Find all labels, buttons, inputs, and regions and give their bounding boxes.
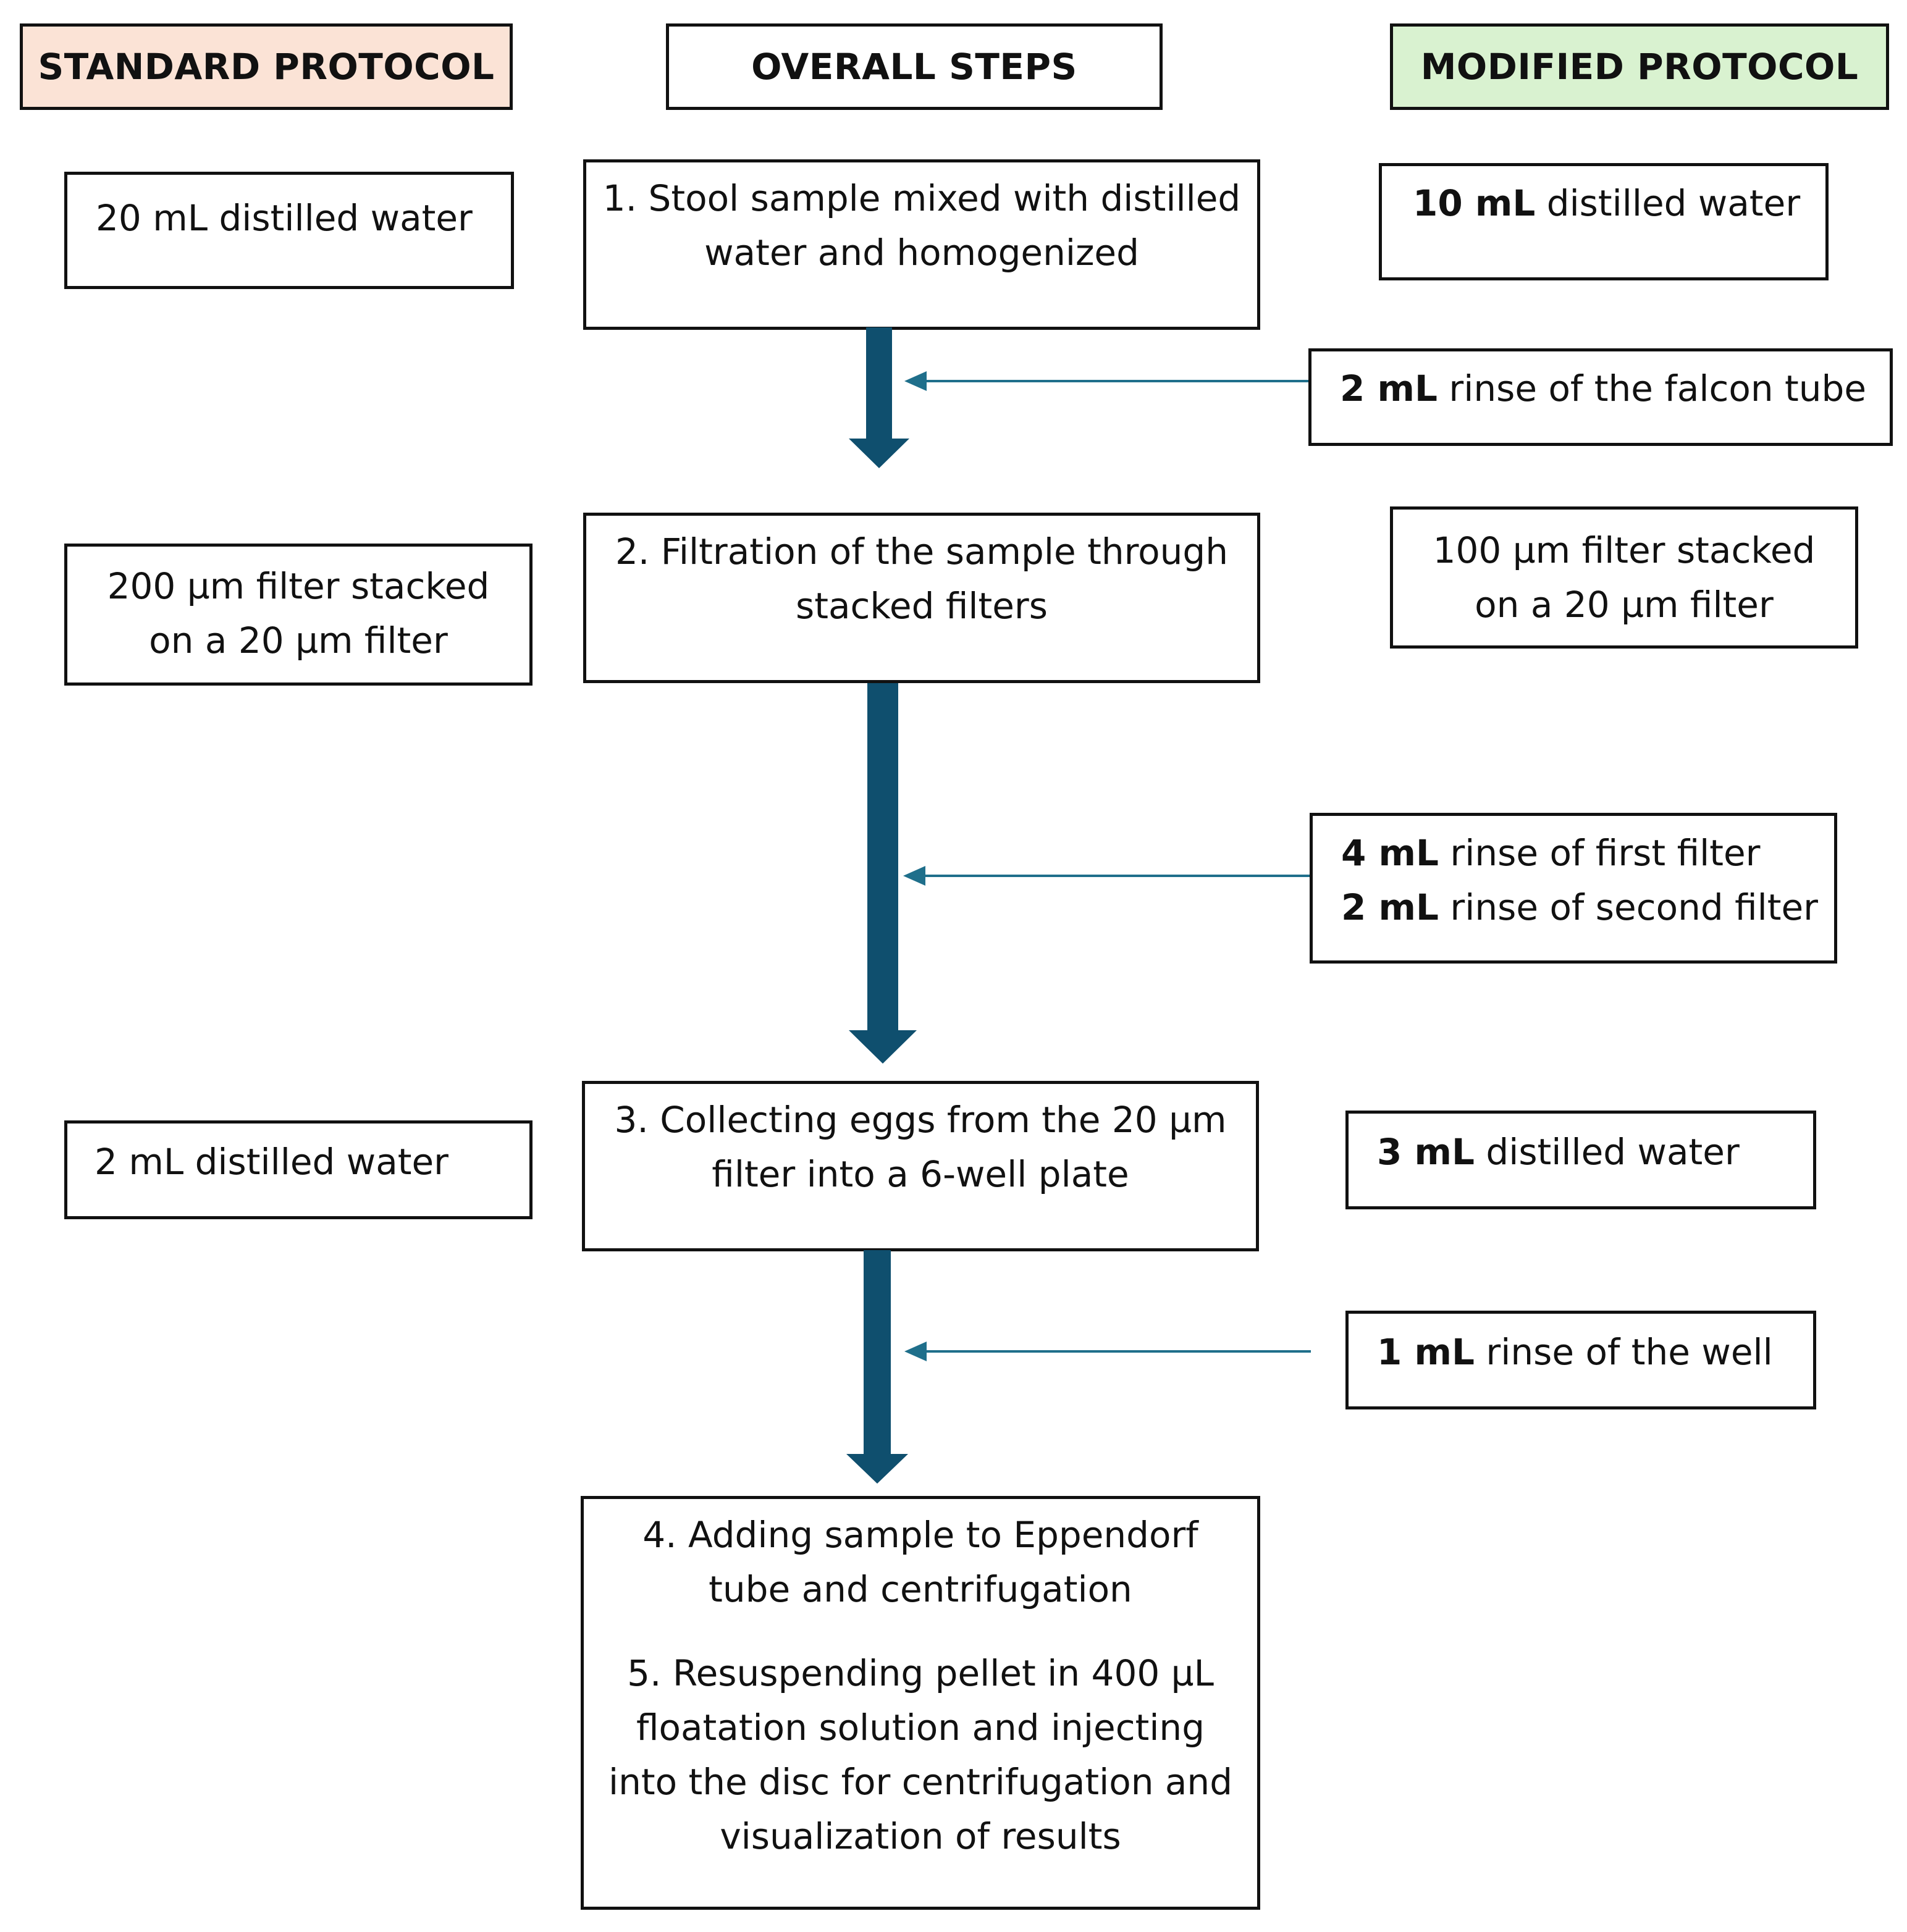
standard-filters-box: 200 µm filter stacked on a 20 µm filter xyxy=(64,544,533,686)
overall-steps-header-label: OVERALL STEPS xyxy=(751,46,1077,88)
modified-rinse-tube-box: 2 mL rinse of the falcon tube xyxy=(1308,348,1893,446)
modified-water-2-box: 3 mL distilled water xyxy=(1345,1111,1816,1209)
overall-steps-header: OVERALL STEPS xyxy=(666,23,1163,110)
main-arrow-3 xyxy=(846,1250,908,1484)
step-4-line-2: tube and centrifugation xyxy=(709,1568,1132,1610)
modified-filters-box: 100 µm filter stacked on a 20 µm filter xyxy=(1390,506,1858,649)
standard-water-1-text: 20 mL distilled water xyxy=(96,197,473,239)
modified-rinse-first-text: rinse of first filter xyxy=(1438,832,1761,874)
standard-water-2-text: 2 mL distilled water xyxy=(95,1141,449,1183)
modified-rinse-second-amount: 2 mL xyxy=(1341,886,1439,928)
step-5-line-4: visualization of results xyxy=(720,1815,1121,1857)
step-5-line-1: 5. Resuspending pellet in 400 µL xyxy=(627,1652,1214,1694)
modified-protocol-header: MODIFIED PROTOCOL xyxy=(1390,23,1889,110)
step-4-5-box: 4. Adding sample to Eppendorf tube and c… xyxy=(581,1496,1260,1910)
step-2-box: 2. Filtration of the sample through stac… xyxy=(583,513,1260,683)
modified-filters-line-2: on a 20 µm filter xyxy=(1475,584,1774,626)
modified-rinse-well-amount: 1 mL xyxy=(1377,1331,1475,1373)
modified-rinse-tube-text: rinse of the falcon tube xyxy=(1437,368,1867,410)
standard-protocol-header-label: STANDARD PROTOCOL xyxy=(38,46,495,88)
main-arrow-1 xyxy=(849,327,909,468)
step-3-line-1: 3. Collecting eggs from the 20 µm xyxy=(614,1099,1227,1141)
standard-filters-line-1: 200 µm filter stacked xyxy=(107,565,490,607)
step-1-line-1: 1. Stool sample mixed with distilled xyxy=(602,177,1241,219)
modified-rinse-second-text: rinse of second filter xyxy=(1438,886,1818,928)
modified-water-1-text: distilled water xyxy=(1535,182,1801,224)
modified-water-2-amount: 3 mL xyxy=(1377,1131,1475,1173)
step-5-line-2: floatation solution and injecting xyxy=(636,1707,1205,1749)
modified-rinse-first-amount: 4 mL xyxy=(1341,832,1439,874)
modified-rinse-well-text: rinse of the well xyxy=(1474,1331,1773,1373)
modified-water-2-text: distilled water xyxy=(1474,1131,1740,1173)
step-1-line-2: water and homogenized xyxy=(704,232,1139,274)
modified-filters-line-1: 100 µm filter stacked xyxy=(1433,529,1816,571)
step-3-line-2: filter into a 6-well plate xyxy=(712,1153,1129,1195)
step-2-line-1: 2. Filtration of the sample through xyxy=(615,531,1228,573)
standard-water-2-box: 2 mL distilled water xyxy=(64,1120,533,1219)
modified-rinse-filters-box: 4 mL rinse of first filter 2 mL rinse of… xyxy=(1310,813,1837,964)
side-arrow-2 xyxy=(903,866,1310,886)
modified-water-1-box: 10 mL distilled water xyxy=(1379,163,1829,280)
side-arrow-1 xyxy=(904,371,1308,391)
standard-filters-line-2: on a 20 µm filter xyxy=(149,620,448,662)
step-2-line-2: stacked filters xyxy=(796,585,1048,627)
modified-rinse-well-box: 1 mL rinse of the well xyxy=(1345,1311,1816,1409)
modified-protocol-header-label: MODIFIED PROTOCOL xyxy=(1420,46,1859,88)
side-arrow-3 xyxy=(904,1342,1311,1361)
standard-water-1-box: 20 mL distilled water xyxy=(64,172,514,289)
standard-protocol-header: STANDARD PROTOCOL xyxy=(20,23,513,110)
step-4-line-1: 4. Adding sample to Eppendorf xyxy=(642,1514,1198,1556)
modified-rinse-tube-amount: 2 mL xyxy=(1340,368,1438,410)
main-arrow-2 xyxy=(849,683,917,1064)
step-3-box: 3. Collecting eggs from the 20 µm filter… xyxy=(582,1081,1259,1251)
step-1-box: 1. Stool sample mixed with distilled wat… xyxy=(583,159,1260,330)
modified-water-1-amount: 10 mL xyxy=(1413,182,1536,224)
step-5-line-3: into the disc for centrifugation and xyxy=(608,1761,1233,1803)
